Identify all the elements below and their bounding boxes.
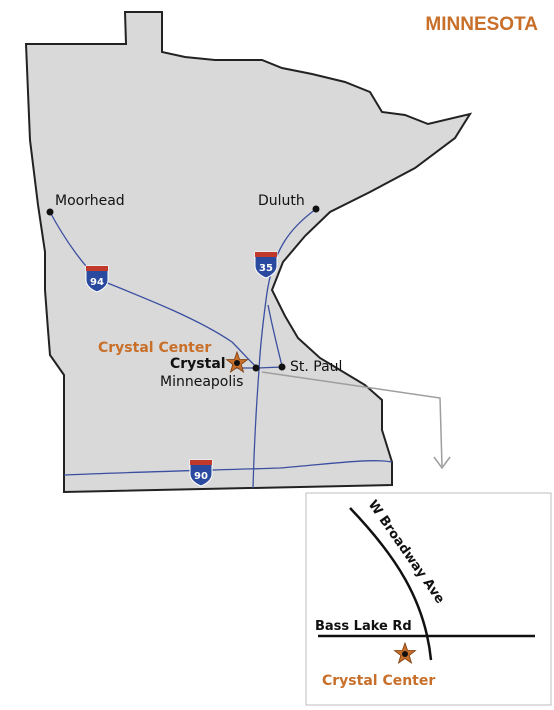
crystal-center-inset-label: Crystal Center xyxy=(322,673,435,689)
w-broadway-ave-line xyxy=(349,507,433,661)
moorhead-label: Moorhead xyxy=(55,193,125,209)
map-title: MINNESOTA xyxy=(425,14,538,35)
highway-i94-route xyxy=(49,211,283,369)
highway-i35-route xyxy=(252,208,317,489)
inset-location-dot xyxy=(402,651,408,657)
st-paul-dot xyxy=(278,363,286,371)
crystal-center-map-label: Crystal Center xyxy=(98,340,211,356)
duluth-dot xyxy=(312,205,320,213)
interstate-35-shield: 35 xyxy=(254,251,278,279)
inset-pointer-arrow xyxy=(261,371,443,467)
minneapolis-dot xyxy=(252,364,260,372)
highway-i35-minneapolis-connector xyxy=(267,304,283,367)
i35-label: 35 xyxy=(259,263,273,274)
moorhead-dot xyxy=(46,208,54,216)
inset-map-frame xyxy=(305,492,552,706)
i90-label: 90 xyxy=(194,471,208,482)
inset-pointer-arrowhead xyxy=(433,456,451,470)
highway-i90-route xyxy=(63,460,393,476)
minneapolis-label: Minneapolis xyxy=(160,374,243,390)
interstate-94-shield: 94 xyxy=(85,265,109,293)
crystal-dot xyxy=(234,360,240,366)
duluth-label: Duluth xyxy=(258,193,305,209)
bass-lake-rd-label: Bass Lake Rd xyxy=(315,619,412,634)
minnesota-state-shape xyxy=(24,11,473,494)
i94-label: 94 xyxy=(90,277,104,288)
crystal-label: Crystal xyxy=(170,356,226,372)
interstate-90-shield: 90 xyxy=(189,459,213,487)
st-paul-label: St. Paul xyxy=(290,359,342,375)
